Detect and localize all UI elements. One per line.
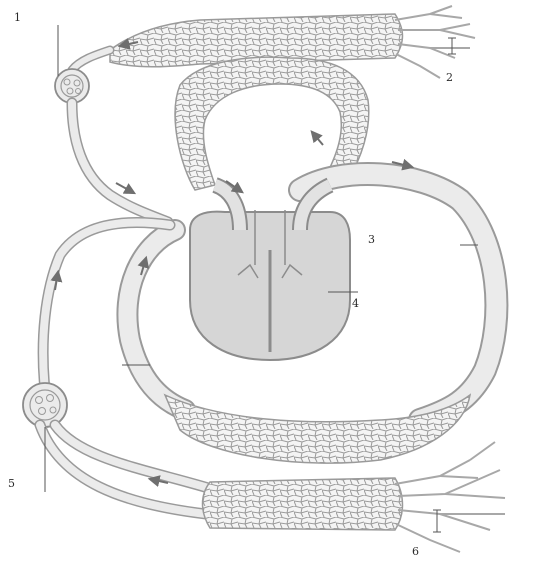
arrow-left-down <box>116 183 134 193</box>
label-5: 5 <box>8 478 15 489</box>
label-3: 3 <box>368 234 375 245</box>
arrow-loop-up <box>312 132 323 145</box>
label-2: 2 <box>446 72 453 83</box>
heart <box>190 185 350 360</box>
label-1: 1 <box>14 12 21 23</box>
lower-capillary-band <box>165 395 470 463</box>
label-4: 4 <box>352 298 359 309</box>
label-6: 6 <box>412 546 419 557</box>
upper-node <box>55 50 168 222</box>
